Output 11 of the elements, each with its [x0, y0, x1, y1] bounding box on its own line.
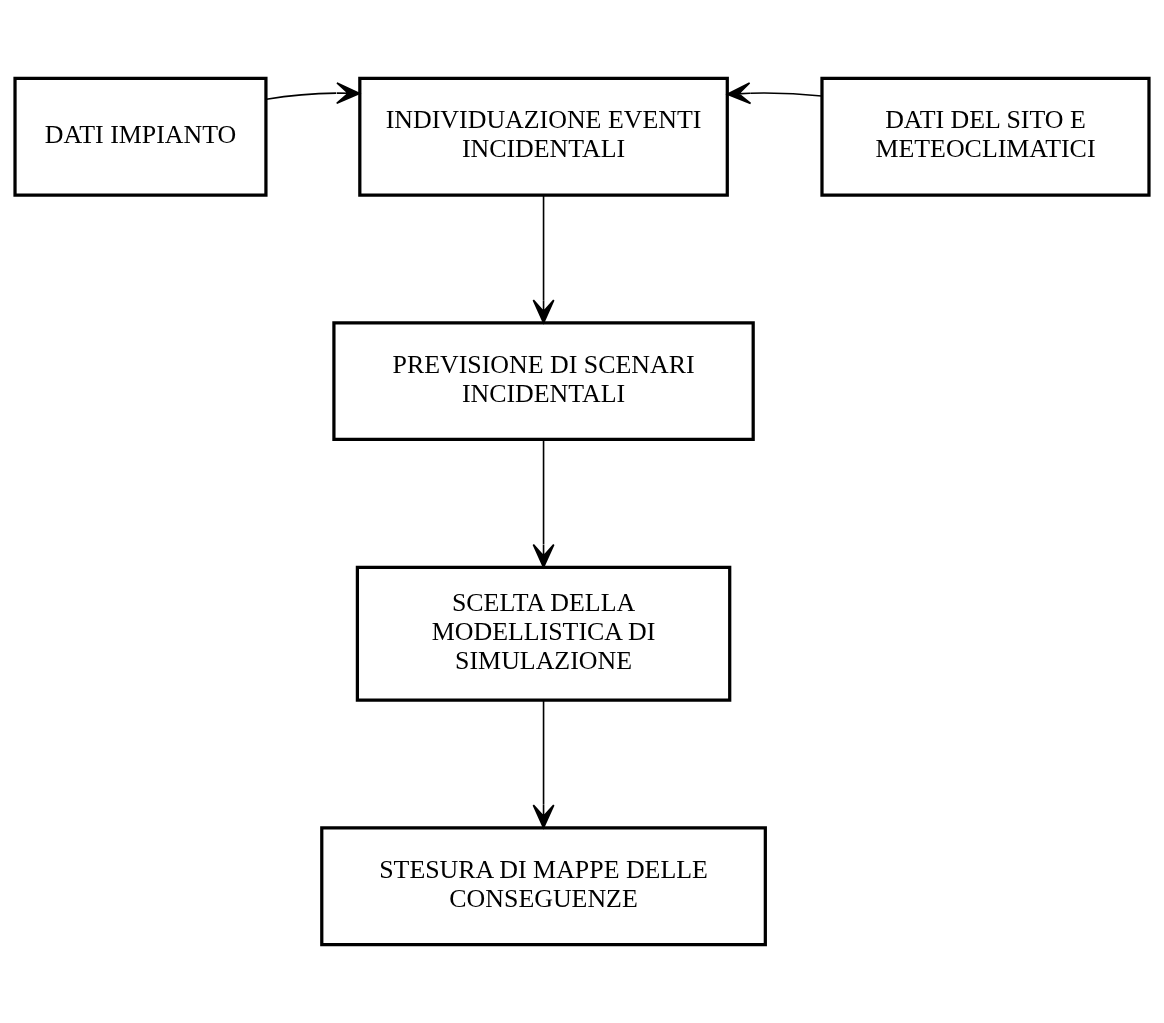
- arrow: [532, 439, 555, 569]
- arrow: [726, 82, 823, 105]
- node-box: INDIVIDUAZIONE EVENTI INCIDENTALI: [358, 76, 729, 197]
- node-box: DATI IMPIANTO: [13, 76, 268, 197]
- node-box: SCELTA DELLA MODELLISTICA DI SIMULAZIONE: [355, 565, 732, 702]
- node-box: STESURA DI MAPPE DELLE CONSEGUENZE: [320, 826, 767, 947]
- node-box: DATI DEL SITO E METEOCLIMATICI: [820, 76, 1151, 197]
- node-box: PREVISIONE DI SCENARI INCIDENTALI: [332, 321, 755, 442]
- arrow: [532, 194, 555, 324]
- arrow: [532, 699, 555, 829]
- arrow: [265, 82, 361, 105]
